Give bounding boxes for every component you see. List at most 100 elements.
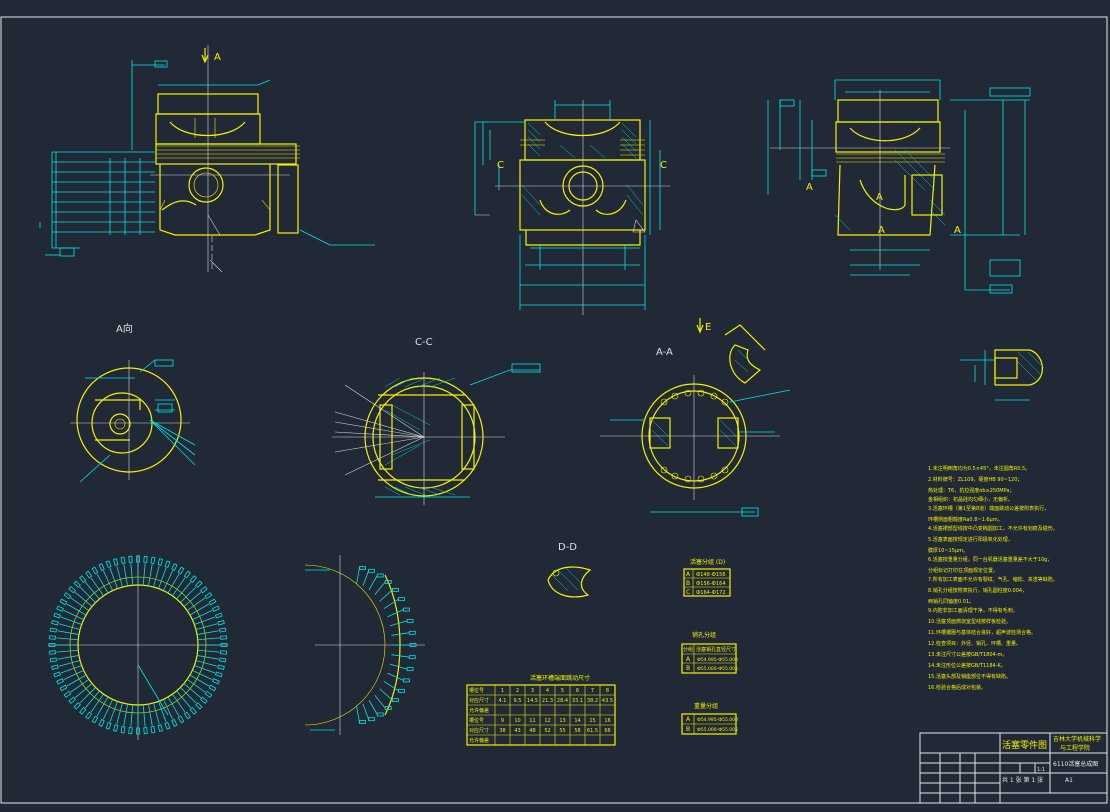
central-section-view: C C	[474, 100, 670, 315]
ring-groove-cell: 61.5	[587, 728, 598, 734]
tech-note-line: 4.活塞裙部型线按中凸变椭圆加工，不允许有划痕及碰伤。	[928, 525, 1058, 532]
tech-note-line: 12.检查项目：外径、销孔、环槽、重量。	[928, 640, 1021, 647]
tech-note-line: 5.活塞表面按规定进行阳极氧化处理，	[928, 536, 1013, 543]
group-range-2: Ф156-Ф164	[696, 581, 726, 587]
ring-groove-cell: 38.2	[587, 698, 598, 704]
group-code-1: A	[686, 571, 691, 578]
school-name-line2: 与工程学院	[1060, 744, 1090, 752]
section-C-C: C-C	[332, 337, 541, 505]
part-name: 活塞零件图	[1002, 739, 1047, 751]
weight-code-1: A	[686, 716, 691, 723]
weight-range-2: Ф55.000-Ф55.005	[697, 727, 738, 733]
section-CC-title: C-C	[415, 337, 433, 348]
title-block: 活塞零件图 吉林大学机械科学 与工程学院 6110活塞总成图 共 1 张 第 1…	[919, 732, 1108, 804]
tech-note-line: 7.所有加工表面不允许有裂纹、气孔、缩松、夹渣等缺陷。	[928, 576, 1058, 583]
tech-note-line: 15.活塞头部及销座部位不得有缺陷。	[928, 673, 1011, 680]
sheet-size: A1	[1065, 777, 1073, 784]
ring-groove-cell: 3	[531, 688, 534, 694]
tech-note-line: 10.活塞顶面燃烧室型线按样板检验。	[928, 618, 1011, 625]
ring-groove-row-label: 槽位号	[469, 717, 484, 724]
tech-note-line: 热处理：T6，抗拉强度σb≥250MPa；	[928, 487, 1014, 494]
tech-note-line: 膜厚10~15μm。	[928, 547, 968, 554]
pin-hole-title: 销孔分组	[692, 631, 716, 639]
pin-hole-table: 销孔分组 分组 活塞销孔直径尺寸 A Ф54.995-Ф55.000 B Ф55…	[681, 631, 738, 674]
ring-groove-cell: 14	[574, 718, 580, 724]
section-A-mark-4: A	[954, 225, 961, 236]
ring-groove-cell: 55	[559, 728, 565, 734]
pin-hole-range-2: Ф55.000-Ф55.005	[697, 666, 738, 672]
view-A-direction: A向	[70, 322, 196, 483]
ring-groove-cell: 9	[501, 718, 504, 724]
group-range-3: Ф164-Ф172	[696, 590, 726, 596]
ring-groove-cell: 5	[561, 688, 564, 694]
group-range-1: Ф148-Ф156	[696, 572, 726, 578]
ring-groove-row-label: 允许偏差	[469, 707, 489, 714]
ring-groove-cell: 2	[516, 688, 519, 694]
pages: 共 1 张 第 1 张	[1002, 776, 1043, 784]
tech-note-line: 16.检验合格后成对包装。	[928, 684, 986, 691]
tech-note-line: 13.未注尺寸公差按GB/T1804-m。	[928, 651, 1007, 658]
view-A-arrow-label: A	[214, 52, 221, 63]
pin-hole-header-size: 活塞销孔直径尺寸	[696, 646, 736, 653]
ring-groove-cell: 14.5	[527, 698, 538, 704]
pin-hole-header-group: 分组	[683, 646, 693, 653]
ring-groove-cell: 33.1	[572, 698, 583, 704]
ring-groove-cell: 16	[604, 718, 610, 724]
ring-groove-cell: 7	[591, 688, 594, 694]
pin-hole-code-2: B	[686, 665, 690, 672]
ring-groove-row-label: 允许偏差	[469, 737, 489, 744]
tech-note-line: 分组标记打印在顶面规定位置。	[928, 567, 998, 574]
ring-groove-cell: 8	[606, 688, 609, 694]
ring-groove-cell: 12	[544, 718, 550, 724]
view-E-arrow-label: E	[705, 322, 711, 333]
partial-section-view: A A A A	[767, 79, 1031, 294]
ring-groove-cell: 28.4	[557, 698, 568, 704]
pin-hole-range-1: Ф54.995-Ф55.000	[697, 657, 738, 663]
weight-code-2: B	[686, 726, 690, 733]
section-A-mark-1: A	[806, 182, 813, 193]
weight-table-title: 重量分组	[694, 702, 718, 710]
view-A-title: A向	[116, 322, 133, 335]
group-code-3: C	[686, 589, 690, 596]
ring-groove-radial-view	[304, 555, 425, 735]
valve-relief-radial-view	[48, 555, 228, 740]
tech-note-line: 2.材料牌号：ZL109，硬度HB 90~120；	[928, 476, 1022, 483]
section-DD-title: D-D	[558, 542, 577, 553]
ring-groove-cell: 13	[559, 718, 565, 724]
section-A-mark-3: A	[878, 225, 885, 236]
tech-note-line: 金相组织：初晶硅均匀细小，无偏析。	[928, 496, 1013, 503]
section-A-A: A-A E	[600, 318, 791, 517]
weight-range-1: Ф54.995-Ф55.000	[697, 717, 738, 723]
ring-groove-cell: 4.1	[499, 698, 507, 704]
tech-note-line: 1.未注明倒角均为0.5×45°，未注圆角R0.5。	[928, 465, 1030, 472]
ring-groove-row-label: 槽位号	[469, 687, 484, 694]
tech-note-line: 9.内腔非加工面清理干净，不得有毛刺。	[928, 607, 1018, 614]
ring-groove-cell: 43.5	[602, 698, 613, 704]
section-A-mark-2: A	[876, 192, 883, 203]
tech-note-line: 环槽侧面粗糙度Ra0.8~1.6μm。	[928, 516, 1003, 523]
ring-groove-cell: 11	[529, 718, 535, 724]
drawing-frame	[0, 16, 1108, 804]
drawing-number: 6110活塞总成图	[1053, 760, 1098, 768]
ring-groove-cell: 48	[529, 728, 535, 734]
tech-note-line: 11.环槽镶圈与基体结合良好，超声波检测合格。	[928, 629, 1036, 636]
ring-groove-row-label: 对应尺寸	[469, 697, 489, 704]
scale: 1:1	[1037, 767, 1045, 773]
tech-note-line: 两销孔同轴度0.01。	[928, 598, 974, 605]
ring-groove-cell: 15	[589, 718, 595, 724]
group-dims-title: 活塞分组 (D)	[690, 558, 725, 566]
section-D-D: D-D	[547, 542, 592, 598]
technical-requirements: 1.未注明倒角均为0.5×45°，未注圆角R0.5。 2.材料牌号：ZL109，硬…	[928, 465, 1058, 691]
ring-groove-cell: 1	[501, 688, 504, 694]
school-name: 吉林大学机械科学	[1053, 735, 1101, 743]
ring-groove-cell: 10	[514, 718, 520, 724]
ring-groove-cell: 21.3	[542, 698, 553, 704]
ring-groove-cell: 4	[546, 688, 549, 694]
tech-note-line: 8.销孔分组按附表执行，销孔圆柱度0.004，	[928, 587, 1027, 594]
tech-note-line: 6.活塞按重量分组，同一台机器活塞重量差不大于10g，	[928, 556, 1052, 563]
ring-groove-cell: 43	[514, 728, 520, 734]
ring-groove-cell: 6	[576, 688, 579, 694]
ring-groove-row-label: 对应尺寸	[469, 727, 489, 734]
ring-groove-cell: 9.5	[514, 698, 522, 704]
